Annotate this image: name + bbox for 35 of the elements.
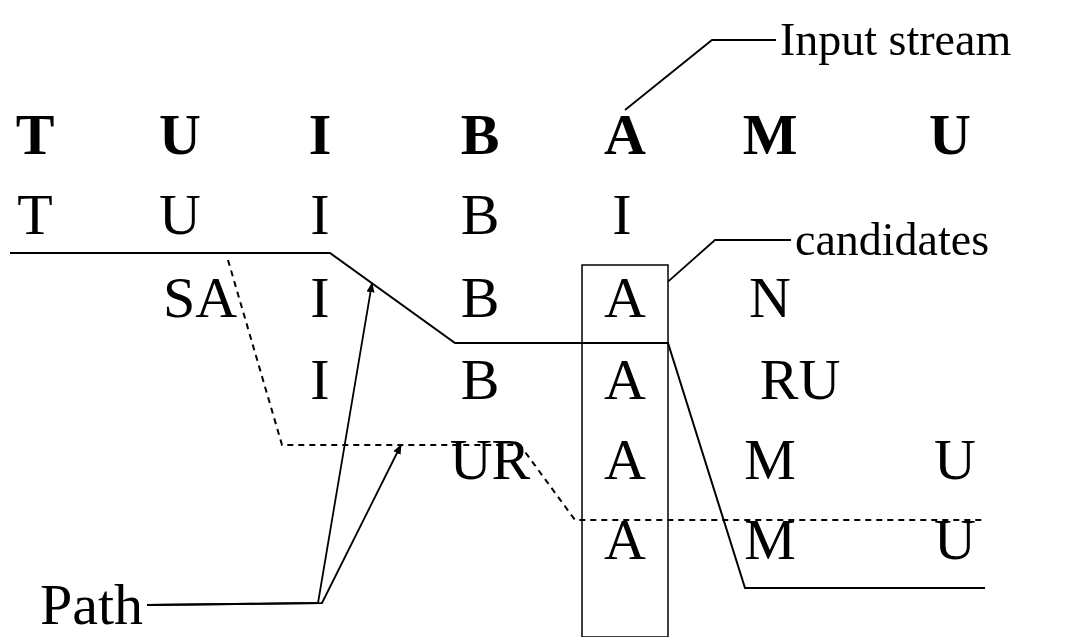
input-character: T (15, 106, 55, 164)
candidate-character: T (17, 186, 53, 244)
candidate-character: RU (759, 351, 841, 409)
candidate-character: B (460, 186, 500, 244)
candidate-character: A (604, 431, 646, 489)
candidate-character: I (310, 351, 330, 409)
callout-label: candidates (795, 217, 990, 263)
candidate-character: N (749, 269, 791, 327)
input-character: B (460, 106, 500, 164)
callout-label: Input stream (780, 17, 1012, 63)
leader-line (667, 239, 792, 283)
leader-line (146, 444, 402, 606)
candidate-character: A (604, 269, 646, 327)
callout-label: Path (40, 576, 144, 634)
candidate-frame (581, 264, 669, 637)
candidate-character: A (604, 351, 646, 409)
leader-line (624, 39, 777, 111)
candidate-character: U (159, 186, 201, 244)
input-character: U (159, 106, 201, 164)
candidate-character: SA (162, 269, 238, 327)
candidate-character: M (744, 431, 796, 489)
candidate-character: M (744, 511, 796, 569)
input-character: I (308, 106, 332, 164)
candidate-character: B (460, 269, 500, 327)
candidate-character: I (310, 269, 330, 327)
candidate-character: B (460, 351, 500, 409)
candidate-character: A (604, 511, 646, 569)
candidate-character: I (310, 186, 330, 244)
candidate-character: I (612, 186, 632, 244)
candidate-character: U (934, 431, 976, 489)
input-character: U (929, 106, 971, 164)
candidate-character: U (934, 511, 976, 569)
candidate-character: UR (449, 431, 531, 489)
input-character: A (604, 106, 646, 164)
input-character: M (742, 106, 798, 164)
